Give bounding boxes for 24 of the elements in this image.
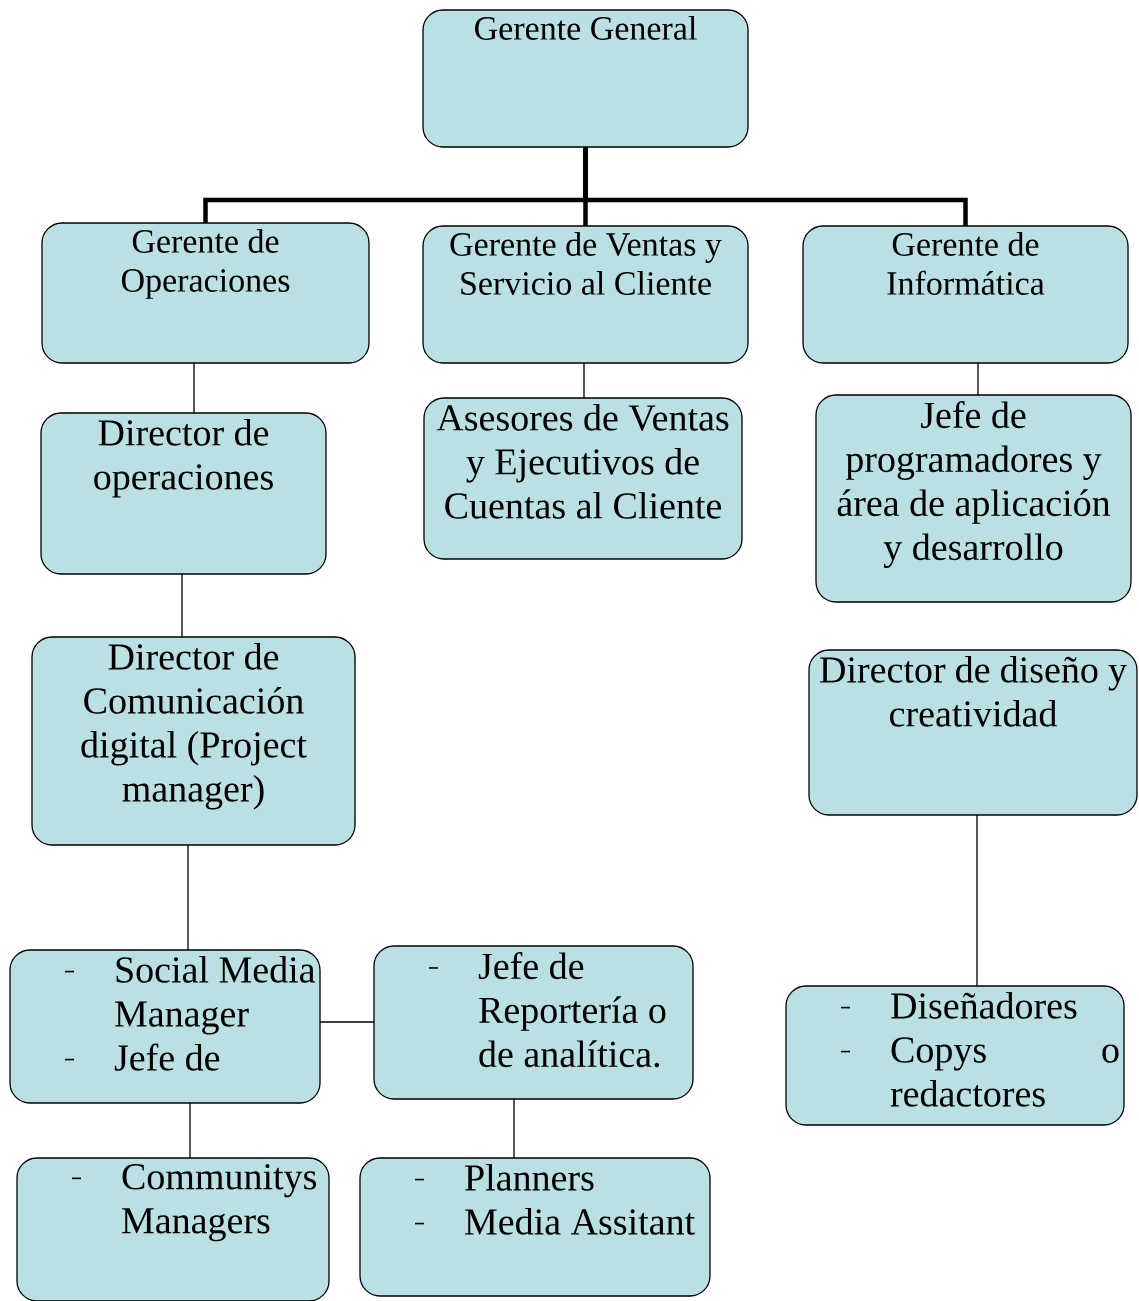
connector-line	[583, 147, 968, 226]
connector-line	[193, 362, 195, 414]
org-box: Jefe de programadores y área de aplicación y desarrollo	[815, 394, 1132, 603]
org-box: Communitys Managers	[16, 1157, 330, 1301]
connector-line	[513, 1098, 515, 1159]
connector-line	[583, 362, 585, 399]
connector-line	[189, 1102, 191, 1159]
org-box: Gerente de Informática	[802, 225, 1129, 364]
connector-line	[319, 1021, 375, 1023]
org-box: Jefe de Reportería o de analítica.	[373, 945, 694, 1100]
connector-line	[181, 573, 183, 638]
org-box: Director de Comunicación digital (Project manager)	[31, 636, 356, 846]
connector-line	[976, 814, 978, 987]
org-box: Director de diseño y creatividad	[808, 649, 1138, 816]
org-box: Director de operaciones	[40, 412, 327, 575]
org-box: Asesores de Ventas y Ejecutivos de Cuentas al Cliente	[423, 397, 743, 560]
org-box: Gerente de Operaciones	[41, 222, 370, 364]
org-box: Social Media Manager Jefe de	[9, 949, 321, 1104]
org-box: Gerente de Ventas y Servicio al Cliente	[422, 225, 749, 364]
org-box: Planners Media Assitant	[359, 1157, 711, 1297]
org-box: Diseñadores Copys o redactores	[785, 985, 1125, 1126]
connector-line	[187, 844, 189, 951]
org-box: Gerente General	[422, 9, 749, 148]
connector-line	[977, 362, 979, 396]
